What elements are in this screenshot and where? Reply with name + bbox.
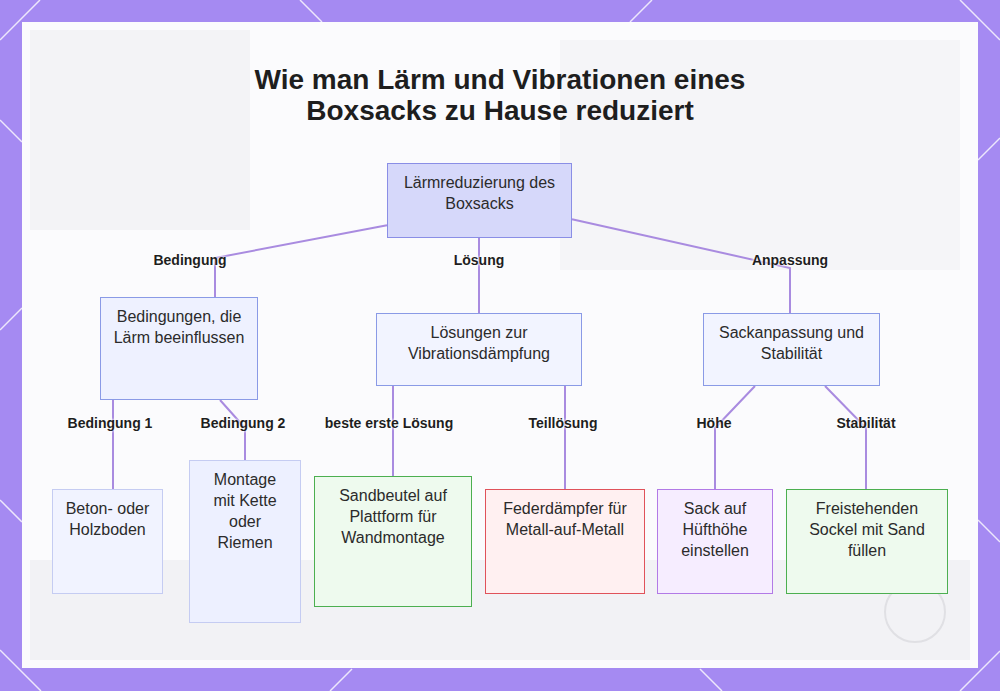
node-label: Federdämpfer für Metall-auf-Metall <box>496 498 634 540</box>
leaf-box: Montage mit Kette oder Riemen <box>189 460 301 623</box>
edge-label: Höhe <box>697 415 732 431</box>
deco-line <box>300 0 322 22</box>
connector-line <box>715 386 755 489</box>
deco-line <box>330 669 352 691</box>
deco-line <box>978 520 1000 542</box>
node-label: Sack auf Hüfthöhe einstellen <box>668 498 762 561</box>
leaf-box: Sack auf Hüfthöhe einstellen <box>657 489 773 594</box>
node-label: Beton- oder Holzboden <box>61 498 154 540</box>
connector-line <box>825 386 866 489</box>
node-label: Bedingungen, die Lärm beeinflussen <box>109 306 249 348</box>
edge-label: Teillösung <box>529 415 598 431</box>
node-label: Sackanpassung und Stabilität <box>712 322 871 364</box>
node-label: Lärmreduzierung des Boxsacks <box>396 172 563 214</box>
card <box>22 22 978 668</box>
deco-line <box>630 0 652 22</box>
edge-label: Stabilität <box>836 415 895 431</box>
edge-label: Anpassung <box>752 252 828 268</box>
edge-label: Bedingung 1 <box>68 415 153 431</box>
node-label: Sandbeutel auf Plattform für Wandmontage <box>337 485 449 548</box>
connector-line <box>112 400 114 489</box>
deco-line <box>978 138 1000 160</box>
category-box: Lösungen zur Vibrationsdämpfung <box>376 313 582 386</box>
edge-label: beste erste Lösung <box>325 415 453 431</box>
node-label: Freistehenden Sockel mit Sand füllen <box>797 498 937 561</box>
deco-line <box>0 120 22 142</box>
node-label: Montage mit Kette oder Riemen <box>208 469 282 553</box>
edge-label: Lösung <box>454 252 505 268</box>
diagram-title: Wie man Lärm und Vibrationen eines Boxsa… <box>220 64 780 126</box>
blurred-photo <box>30 30 970 660</box>
edge-label: Bedingung <box>153 252 226 268</box>
leaf-box: Freistehenden Sockel mit Sand füllen <box>786 489 948 594</box>
category-box: Sackanpassung und Stabilität <box>703 313 880 386</box>
deco-line <box>0 500 22 522</box>
blur-patch <box>30 30 250 230</box>
connector-line <box>478 238 480 313</box>
connector-line <box>392 386 394 476</box>
leaf-box: Sandbeutel auf Plattform für Wandmontage <box>314 476 472 607</box>
leaf-box: Federdämpfer für Metall-auf-Metall <box>485 489 645 594</box>
deco-line <box>700 669 722 691</box>
deco-line <box>0 308 22 330</box>
edge-label: Bedingung 2 <box>201 415 286 431</box>
category-box: Bedingungen, die Lärm beeinflussen <box>100 297 258 400</box>
node-label: Lösungen zur Vibrationsdämpfung <box>385 322 573 364</box>
root-box: Lärmreduzierung des Boxsacks <box>387 163 572 238</box>
connector-line <box>564 386 566 489</box>
leaf-box: Beton- oder Holzboden <box>52 489 163 594</box>
connector-line <box>215 225 387 297</box>
